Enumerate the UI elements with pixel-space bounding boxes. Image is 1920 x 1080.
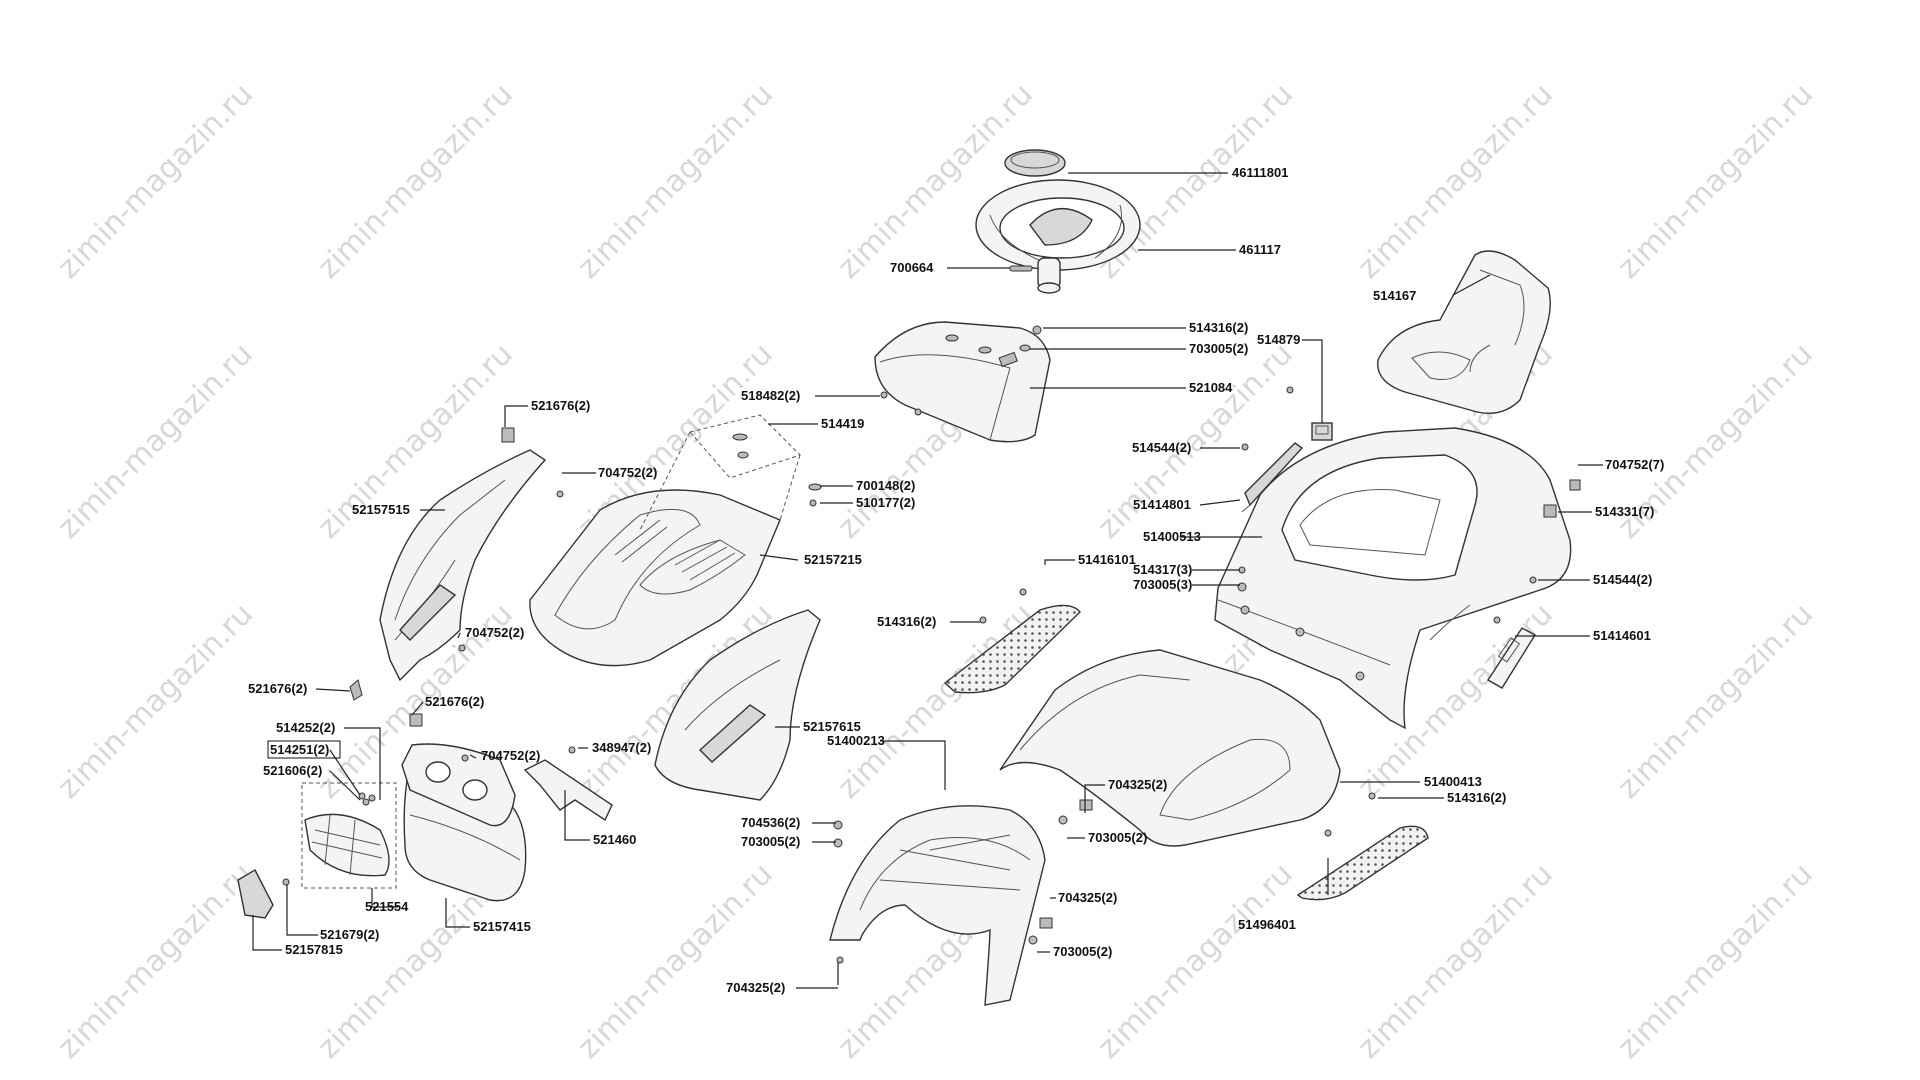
label-52157815[interactable]: 52157815 (285, 942, 343, 957)
part-labels: 46111801 461117 700664 514167 514316(2) … (248, 165, 1664, 995)
label-703005-c[interactable]: 703005(2) (1088, 830, 1147, 845)
label-703005-b[interactable]: 703005(2) (741, 834, 800, 849)
watermark-text: zimin-magazin.ru (1091, 857, 1300, 1066)
label-514316-mid[interactable]: 514316(2) (877, 614, 936, 629)
side-handle-right[interactable] (1487, 627, 1536, 689)
label-700148[interactable]: 700148(2) (856, 478, 915, 493)
clip-521676-left (349, 679, 363, 701)
label-704325-b[interactable]: 704325(2) (1058, 890, 1117, 905)
label-700664[interactable]: 700664 (890, 260, 934, 275)
label-514331[interactable]: 514331(7) (1595, 504, 1654, 519)
label-703005-d[interactable]: 703005(2) (1053, 944, 1112, 959)
clip-521676-top (501, 427, 515, 443)
label-52157415[interactable]: 52157415 (473, 919, 531, 934)
watermark-text: zimin-magazin.ru (51, 77, 260, 286)
watermark-text: zimin-magazin.ru (51, 597, 260, 806)
label-51400413[interactable]: 51400413 (1424, 774, 1482, 789)
floor-mat-right[interactable] (1296, 825, 1429, 901)
label-521606[interactable]: 521606(2) (263, 763, 322, 778)
label-514317[interactable]: 514317(3) (1133, 562, 1192, 577)
label-514419[interactable]: 514419 (821, 416, 864, 431)
watermark-text: zimin-magazin.ru (1351, 77, 1560, 286)
label-514167[interactable]: 514167 (1373, 288, 1416, 303)
dashboard-console[interactable] (874, 321, 1051, 443)
watermark-text: zimin-magazin.ru (1611, 857, 1820, 1066)
label-348947[interactable]: 348947(2) (592, 740, 651, 755)
front-frame[interactable] (829, 805, 1046, 1006)
watermark-text: zimin-magazin.ru (51, 857, 260, 1066)
watermark-text: zimin-magazin.ru (571, 857, 780, 1066)
label-514316-bot[interactable]: 514316(2) (1447, 790, 1506, 805)
label-52157215[interactable]: 52157215 (804, 552, 862, 567)
hood-upper-panel-outline (639, 414, 801, 531)
side-panel-left[interactable] (379, 449, 547, 682)
label-704752-right[interactable]: 704752(7) (1605, 457, 1664, 472)
label-518482[interactable]: 518482(2) (741, 388, 800, 403)
label-46111801[interactable]: 46111801 (1232, 165, 1288, 180)
label-510177[interactable]: 510177(2) (856, 495, 915, 510)
watermark-text: zimin-magazin.ru (1611, 77, 1820, 286)
label-704752-b[interactable]: 704752(2) (465, 625, 524, 640)
seat-bracket-left[interactable] (1241, 442, 1304, 513)
label-703005-top[interactable]: 703005(2) (1189, 341, 1248, 356)
label-703005-mid[interactable]: 703005(3) (1133, 577, 1192, 592)
leader-lines (252, 172, 1603, 989)
steering-wheel[interactable] (975, 179, 1141, 294)
grille-insert[interactable] (301, 782, 397, 889)
floor-mat-left[interactable] (943, 604, 1081, 694)
label-521676-mid[interactable]: 521676(2) (425, 694, 484, 709)
bracket-521460[interactable] (523, 759, 613, 822)
label-704536[interactable]: 704536(2) (741, 815, 800, 830)
ignition-switch[interactable] (1311, 422, 1333, 441)
watermark-text: zimin-magazin.ru (51, 337, 260, 546)
label-51414601[interactable]: 51414601 (1593, 628, 1651, 643)
label-521460[interactable]: 521460 (593, 832, 636, 847)
clip-521676-mid (409, 713, 423, 727)
label-514316-top[interactable]: 514316(2) (1189, 320, 1248, 335)
label-704752-c[interactable]: 704752(2) (481, 748, 540, 763)
grille-frame[interactable] (401, 743, 516, 827)
label-514544-right[interactable]: 514544(2) (1593, 572, 1652, 587)
label-52157615[interactable]: 52157615 (803, 719, 861, 734)
label-52157515[interactable]: 52157515 (352, 502, 410, 517)
steering-wheel-cap[interactable] (1004, 149, 1066, 177)
label-51400213[interactable]: 51400213 (827, 733, 885, 748)
footrest-body[interactable] (999, 649, 1341, 847)
label-514251-box (267, 740, 341, 759)
label-704325-a[interactable]: 704325(2) (1108, 777, 1167, 792)
label-51400513[interactable]: 51400513 (1143, 529, 1201, 544)
seat[interactable] (1377, 250, 1551, 414)
label-704752-a[interactable]: 704752(2) (598, 465, 657, 480)
label-704325-c[interactable]: 704325(2) (726, 980, 785, 995)
label-51416101[interactable]: 51416101 (1078, 552, 1136, 567)
label-514252[interactable]: 514252(2) (276, 720, 335, 735)
label-521676-top[interactable]: 521676(2) (531, 398, 590, 413)
side-panel-right[interactable] (654, 609, 821, 801)
hardware-fasteners (282, 325, 1581, 964)
watermark-text: zimin-magazin.ru (1351, 857, 1560, 1066)
label-521084[interactable]: 521084 (1189, 380, 1233, 395)
watermark-text: zimin-magazin.ru (311, 77, 520, 286)
rear-fender-body[interactable] (1214, 427, 1572, 730)
parts-layer (237, 149, 1581, 1006)
label-51414801[interactable]: 51414801 (1133, 497, 1191, 512)
pin-700664[interactable] (1009, 265, 1033, 272)
label-51496401[interactable]: 51496401 (1238, 917, 1296, 932)
label-514251[interactable]: 514251(2) (270, 742, 329, 757)
label-521679[interactable]: 521679(2) (320, 927, 379, 942)
label-521676-left[interactable]: 521676(2) (248, 681, 307, 696)
label-514544-left[interactable]: 514544(2) (1132, 440, 1191, 455)
label-461117[interactable]: 461117 (1239, 242, 1281, 257)
label-521554[interactable]: 521554 (365, 899, 409, 914)
front-skirt[interactable] (237, 869, 274, 919)
label-514879[interactable]: 514879 (1257, 332, 1300, 347)
watermark-text: zimin-magazin.ru (571, 77, 780, 286)
